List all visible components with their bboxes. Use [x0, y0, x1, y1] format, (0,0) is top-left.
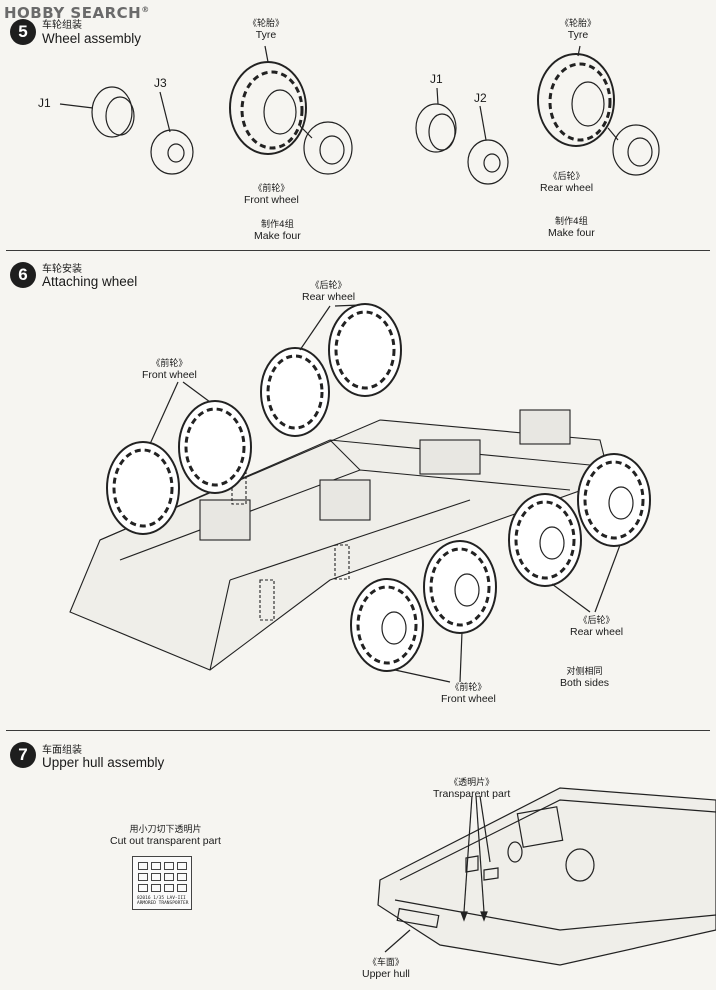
part-label-j3: J3 [154, 76, 167, 90]
label-front-wheel-bottom: 《前轮》Front wheel [441, 683, 496, 705]
rim-j1-front [91, 86, 133, 138]
label-rear-wheel-step5: 《后轮》Rear wheel [540, 172, 594, 194]
step-5-panel [6, 0, 710, 251]
label-tyre-front: 《轮胎》Tyre [248, 19, 285, 41]
step-6-title-zh: 车轮安装 [42, 264, 82, 275]
step-5-title-zh: 车轮组装 [42, 20, 82, 31]
step-5-number: 5 [10, 19, 36, 45]
wheel-front-left-2 [178, 400, 252, 494]
label-rear-wheel-top: 《后轮》Rear wheel [302, 281, 356, 303]
wheel-hub-rear [612, 124, 660, 176]
rim-j3-front [150, 129, 194, 175]
step-7-title-zh: 车面组装 [42, 745, 82, 756]
wheel-front-left-1 [106, 441, 180, 535]
rim-j1-rear [415, 103, 457, 153]
transparent-part-2 [483, 867, 499, 881]
sheet-code-1: 82016 1/35 LAV-III [137, 896, 186, 901]
part-label-j1-rear: J1 [430, 72, 443, 86]
wheel-rear-right-2 [577, 453, 651, 547]
label-tyre-rear: 《轮胎》Tyre [560, 19, 597, 41]
wheel-front-bottom-1 [350, 578, 424, 672]
step-6-drawing [69, 303, 651, 683]
wheel-rear-right-1 [508, 493, 582, 587]
part-label-j2: J2 [474, 91, 487, 105]
label-front-wheel-step5: 《前轮》Front wheel [244, 184, 299, 206]
step-6-panel [6, 252, 710, 731]
step-7-number: 7 [10, 742, 36, 768]
part-label-j1-front: J1 [38, 96, 51, 110]
wheel-front-bottom-2 [423, 540, 497, 634]
label-transparent-part: 《透明片》Transparent part [433, 778, 511, 800]
step-7-title-en: Upper hull assembly [42, 755, 165, 770]
label-front-wheel-left: 《前轮》Front wheel [142, 359, 197, 381]
step-6-number: 6 [10, 262, 36, 288]
label-rear-wheel-right: 《后轮》Rear wheel [570, 616, 624, 638]
step-5-drawing [59, 45, 660, 185]
upper-hull [377, 787, 716, 966]
label-upper-hull: 《车面》Upper hull [362, 958, 410, 980]
wheel-hub-front [303, 121, 353, 175]
step-5-title-en: Wheel assembly [42, 31, 142, 46]
rim-j2-rear [467, 139, 509, 185]
wheel-rear-top-2 [328, 303, 402, 397]
watermark: HOBBY SEARCH® [4, 4, 150, 22]
transparent-part-1 [465, 855, 479, 873]
tyre-rear [537, 53, 615, 147]
wheel-rear-top-1 [260, 347, 330, 437]
step-6-title-en: Attaching wheel [42, 274, 138, 289]
sheet-code-2: ARMORED TRANSPORTER [137, 901, 189, 906]
